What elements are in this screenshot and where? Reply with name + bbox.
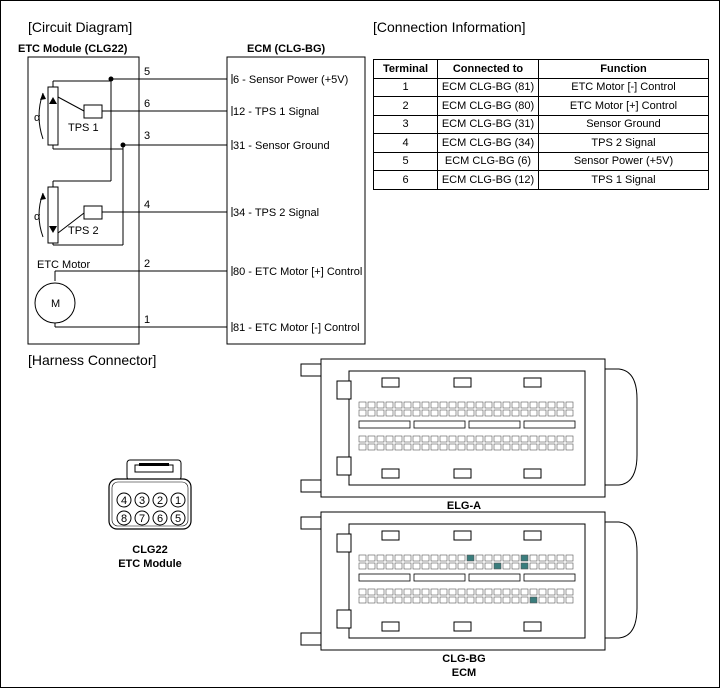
etc-module-box [27, 56, 140, 345]
cell-function: ETC Motor [+] Control [538, 96, 709, 116]
cell-connected-to: ECM CLG-BG (31) [437, 114, 539, 134]
ecm-title: ECM (CLG-BG) [247, 43, 326, 55]
ecm-pin-number: 80 [233, 266, 245, 278]
clg22-pin: 6 [157, 513, 163, 525]
tps2-alpha: α [34, 211, 41, 223]
cell-connected-to: ECM CLG-BG (12) [437, 170, 539, 190]
header-connected-to: Connected to [437, 59, 539, 79]
clg22-name: CLG22 [132, 544, 167, 556]
tps1-alpha: α [34, 112, 41, 124]
ecm-pin-function: - ETC Motor [-] Control [245, 322, 359, 334]
tps2-label: TPS 2 [68, 225, 99, 237]
ecm-pin-function: - Sensor Power (+5V) [239, 74, 348, 86]
clg22-pin: 5 [175, 513, 181, 525]
cell-function: ETC Motor [-] Control [538, 77, 709, 97]
clg22-pin: 8 [121, 513, 127, 525]
wire-terminal: 5 [144, 66, 150, 78]
ecm-pin-label: 34 - TPS 2 Signal [233, 207, 319, 219]
tps1-sensor-box [83, 104, 103, 119]
ecm-box [226, 56, 366, 345]
connection-info-heading: [Connection Information] [373, 19, 526, 35]
ecm-pin-number: 6 [233, 74, 239, 86]
ecm-pin-label: 81 - ETC Motor [-] Control [233, 322, 360, 334]
clg-bg-label: CLG-BG [442, 653, 485, 665]
ecm-pin-label: 80 - ETC Motor [+] Control [233, 266, 362, 278]
cell-connected-to: ECM CLG-BG (6) [437, 151, 539, 171]
circuit-diagram-heading: [Circuit Diagram] [28, 19, 133, 35]
clg22-pin: 7 [139, 513, 145, 525]
clg22-pin: 2 [157, 495, 163, 507]
etc-module-title: ETC Module (CLG22) [18, 43, 128, 55]
cell-function: TPS 1 Signal [538, 170, 709, 190]
clg22-pin: 1 [175, 495, 181, 507]
elg-a-label: ELG-A [447, 500, 481, 512]
header-function: Function [538, 59, 709, 79]
clg22-connector: 4 3 2 1 8 7 6 5 CLG22 ETC Module [108, 459, 192, 570]
tps1-resistor [47, 86, 59, 146]
tps2-resistor [47, 186, 59, 244]
ecm-pin-number: 12 [233, 106, 245, 118]
ecm-pin-label: 6 - Sensor Power (+5V) [233, 74, 348, 86]
wire-terminal: 2 [144, 258, 150, 270]
cell-function: TPS 2 Signal [538, 133, 709, 153]
ecm-pin-number: 31 [233, 140, 245, 152]
ecm-pin-label: 31 - Sensor Ground [233, 140, 330, 152]
ecm-pin-number: 81 [233, 322, 245, 334]
etc-motor-label: ETC Motor [37, 259, 91, 271]
ground-junction-dot [120, 142, 126, 148]
tps1-label: TPS 1 [68, 122, 99, 134]
ecm-pin-function: - Sensor Ground [245, 140, 329, 152]
cell-connected-to: ECM CLG-BG (80) [437, 96, 539, 116]
harness-connector-heading: [Harness Connector] [28, 352, 157, 368]
ecm-pin-function: - TPS 1 Signal [245, 106, 319, 118]
table-header-row: Terminal Connected to Function [373, 59, 709, 79]
cell-connected-to: ECM CLG-BG (34) [437, 133, 539, 153]
ecm-pin-number: 34 [233, 207, 245, 219]
clg22-pin: 4 [121, 495, 127, 507]
motor-symbol: M [51, 298, 60, 310]
wire-terminal: 4 [144, 199, 150, 211]
tps2-sensor-box [83, 205, 103, 220]
wire-terminal: 3 [144, 130, 150, 142]
ecm-pin-function: - TPS 2 Signal [245, 207, 319, 219]
clg22-desc: ETC Module [118, 558, 182, 570]
cell-function: Sensor Power (+5V) [538, 151, 709, 171]
ecm-pin-label: 12 - TPS 1 Signal [233, 106, 319, 118]
cell-function: Sensor Ground [538, 114, 709, 134]
clg22-pin: 3 [139, 495, 145, 507]
elg-a-connector [300, 358, 638, 498]
clg-bg-desc: ECM [452, 667, 476, 679]
wire-terminal: 1 [144, 314, 150, 326]
ecm-pin-function: - ETC Motor [+] Control [245, 266, 362, 278]
wire-terminal: 6 [144, 98, 150, 110]
power-junction-dot [108, 76, 114, 82]
clg-bg-connector [300, 511, 638, 651]
